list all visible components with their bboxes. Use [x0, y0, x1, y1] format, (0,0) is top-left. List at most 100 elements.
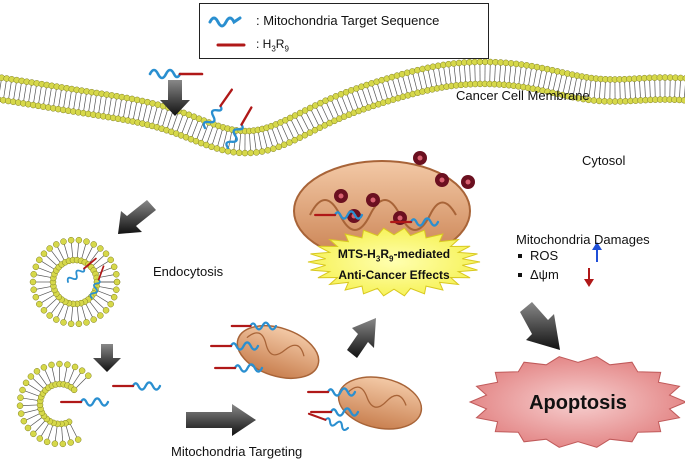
- lipid-head: [36, 256, 43, 264]
- lipid-head: [247, 149, 254, 157]
- mts-strand: [229, 341, 260, 351]
- mts-strand: [409, 217, 440, 227]
- lipid-head: [46, 245, 53, 252]
- lipid-head: [53, 316, 60, 323]
- legend-mts-swatch-icon: [208, 16, 242, 28]
- lipid-head: [30, 286, 37, 293]
- lipid-head: [90, 316, 97, 323]
- h3r9-strand: [307, 412, 327, 421]
- peptide-entry: [148, 68, 204, 80]
- peptide-mito-1: [210, 341, 260, 351]
- arrow-to-endocytosis: [118, 200, 156, 234]
- peptide-on-large-mito-1: [314, 210, 364, 220]
- damages-title: Mitochondria Damages: [516, 232, 650, 247]
- bullet-delta-psi: [518, 273, 522, 277]
- lipid-head: [113, 286, 120, 293]
- lipid-head: [40, 307, 48, 314]
- lipid-head: [75, 236, 83, 244]
- arrow-vesicle-down: [93, 344, 121, 372]
- mts-strand: [66, 267, 86, 283]
- lipid-head: [67, 236, 75, 244]
- lipid-head: [78, 367, 86, 374]
- legend-box: : Mitochondria Target Sequence : H3R9: [199, 3, 489, 59]
- mts-strand: [326, 387, 357, 397]
- targeting-label: Mitochondria Targeting: [171, 444, 303, 459]
- lipid-head: [107, 300, 114, 308]
- cytosol-label: Cytosol: [582, 153, 626, 168]
- mts-strand: [249, 321, 278, 331]
- lipid-head: [17, 394, 24, 401]
- lipid-head: [20, 417, 28, 425]
- lipid-head: [296, 134, 304, 141]
- lipid-head: [213, 145, 221, 152]
- mts-strand: [148, 68, 182, 80]
- ros-up-arrow-icon: [592, 242, 602, 262]
- lipid-head: [97, 245, 104, 252]
- lipid-head: [219, 146, 226, 154]
- lipid-head: [113, 278, 121, 286]
- peptide-crossing-2: [225, 106, 253, 150]
- lipid-head: [275, 143, 283, 151]
- lipid-head: [71, 363, 79, 371]
- mitochondrion-small-1: [236, 324, 320, 380]
- cancer-cell-membrane: [0, 58, 685, 157]
- mts-strand: [233, 363, 264, 373]
- legend-h3r9-sub-9: 9: [284, 44, 289, 54]
- legend-h3r9-text-h: : H: [256, 37, 272, 51]
- membrane-label: Cancer Cell Membrane: [456, 88, 590, 103]
- legend-h3r9-text-r: R: [275, 37, 285, 51]
- lipid-head: [680, 96, 685, 104]
- lipid-head: [74, 436, 82, 443]
- delta-psi-down-arrow-icon: [584, 268, 594, 287]
- lipid-head: [24, 424, 32, 432]
- peptide-mito-2: [214, 363, 264, 373]
- lipid-head: [102, 250, 110, 257]
- peptide-released-2: [112, 381, 162, 391]
- lipid-head: [40, 364, 48, 371]
- lipid-head: [70, 386, 78, 394]
- lipid-head: [40, 250, 48, 257]
- lipid-head: [56, 360, 63, 368]
- lipid-head: [30, 271, 37, 278]
- apoptosis-label: Apoptosis: [529, 392, 627, 414]
- lipid-head: [32, 293, 40, 301]
- peptide-in-vesicle-1: [66, 257, 97, 283]
- peptide-mito-4: [307, 387, 357, 397]
- endocytic-vesicle: [29, 236, 121, 328]
- lipid-head: [36, 435, 44, 442]
- ros-label: ROS: [530, 248, 559, 263]
- effects-starburst: [307, 227, 481, 297]
- peptide-crossing-1: [202, 88, 234, 130]
- peptide-on-large-mito-2: [390, 217, 440, 227]
- lipid-head: [67, 439, 74, 446]
- mts-strand: [329, 407, 360, 417]
- mitochondrion-small-2: [337, 376, 423, 430]
- lipid-head: [110, 293, 118, 301]
- mts-strand: [79, 397, 110, 407]
- lipid-head: [19, 386, 26, 394]
- mts-h3r9-peptides: [60, 68, 440, 432]
- peptide-released-1: [60, 397, 110, 407]
- lipid-head: [17, 410, 25, 417]
- lipid-head: [16, 402, 24, 409]
- mts-strand: [202, 104, 223, 130]
- effects-sub-9: 9: [388, 254, 394, 264]
- lipid-head: [424, 64, 431, 72]
- effects-line-1: MTS-H3R9-mediated: [326, 246, 462, 267]
- lipid-head: [682, 75, 685, 82]
- peptide-mito-5: [310, 407, 360, 417]
- lipid-head: [83, 238, 90, 245]
- lipid-head: [67, 320, 75, 328]
- lipid-head: [102, 307, 110, 314]
- mts-strand: [333, 210, 364, 220]
- legend-swatches: [208, 16, 246, 47]
- effects-line-2: Anti-Cancer Effects: [338, 268, 450, 283]
- lipid-head: [75, 320, 83, 328]
- lipid-head: [286, 139, 293, 146]
- lipid-head: [590, 97, 598, 104]
- legend-h3r9-sub-3: 3: [271, 44, 276, 54]
- apoptosis-burst: [468, 356, 685, 448]
- lipid-head: [85, 372, 92, 379]
